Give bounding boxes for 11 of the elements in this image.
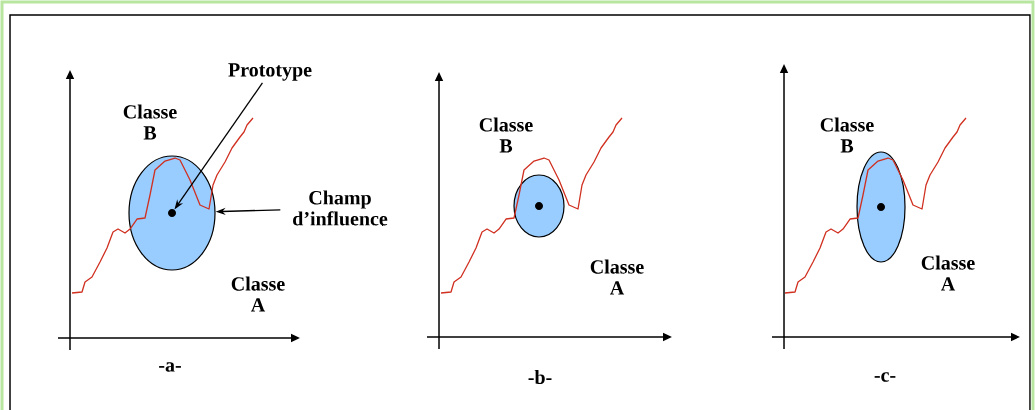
annotation-text: Prototype: [228, 63, 312, 81]
class-label: -b-: [528, 369, 552, 385]
class-label: -a-: [159, 362, 181, 372]
class-label: Classe A: [921, 255, 975, 291]
annotation-text: Champ d’influence: [293, 190, 388, 226]
ellipse: [128, 155, 216, 271]
class-label: -c-: [874, 372, 896, 382]
ellipse: [856, 151, 906, 263]
ellipse: [513, 174, 565, 238]
class-label: Classe A: [231, 276, 285, 312]
class-label: Classe A: [590, 259, 644, 295]
